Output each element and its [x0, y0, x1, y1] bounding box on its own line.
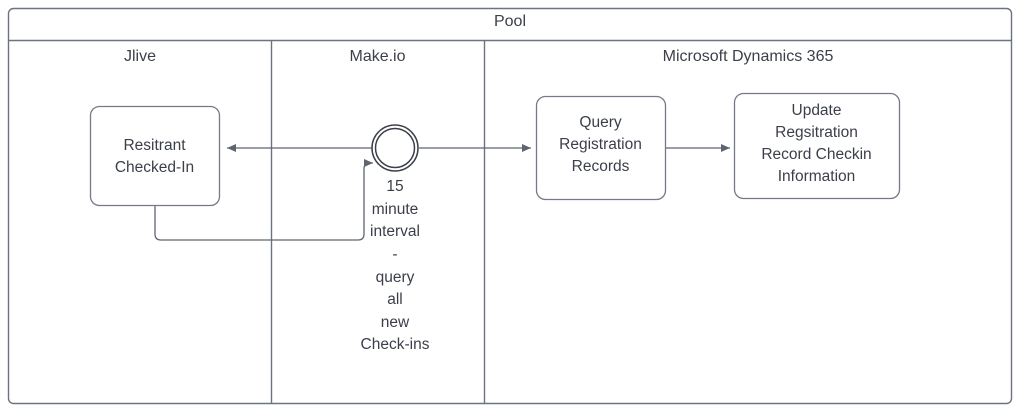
lane-dividers: [270, 40, 486, 404]
node-query-registration-records-shape: [535, 95, 667, 201]
node-timer-event-inner-circle: [374, 127, 416, 169]
node-update-registration-record[interactable]: [733, 92, 901, 200]
flow-resitrant-to-timer[interactable]: [154, 159, 373, 241]
node-timer-event[interactable]: [371, 124, 419, 172]
node-query-registration-records[interactable]: [535, 95, 667, 201]
node-resitrant-checked-in[interactable]: [89, 105, 221, 207]
flow-resitrant-to-timer-path: [154, 159, 373, 241]
node-update-registration-record-shape: [733, 92, 901, 200]
node-resitrant-checked-in-shape: [89, 105, 221, 207]
